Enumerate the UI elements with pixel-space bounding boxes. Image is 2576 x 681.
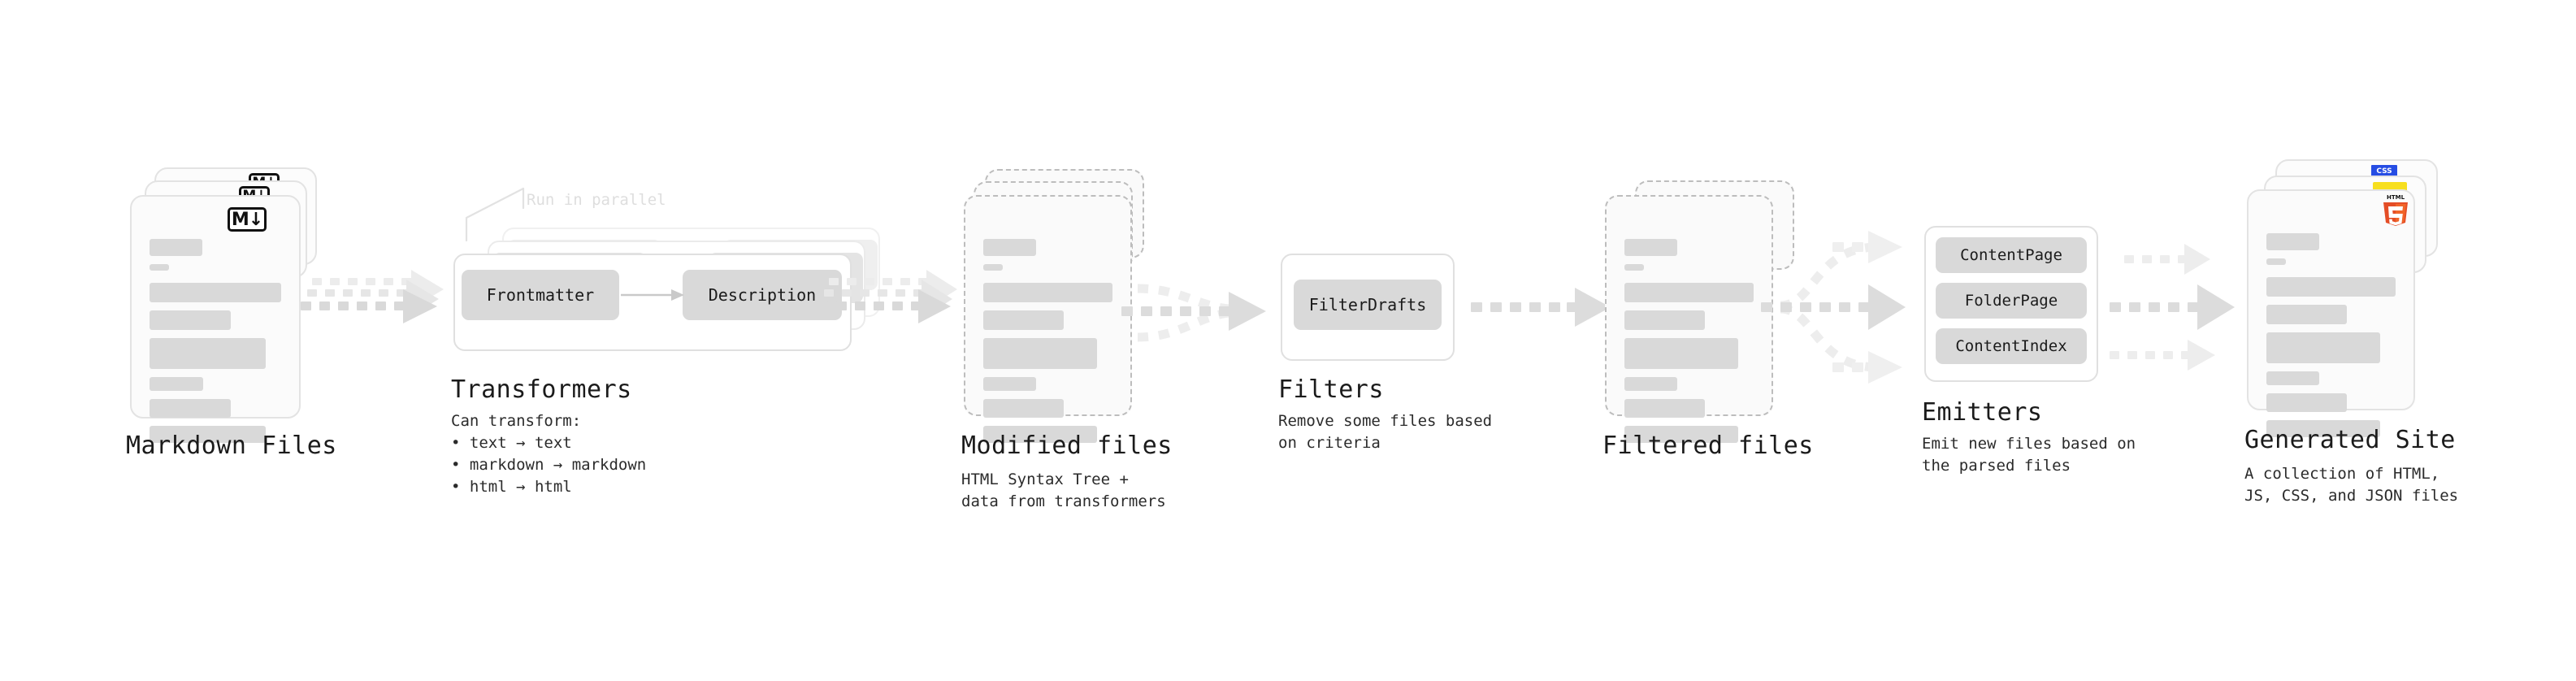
- connector-transformers-to-modified: [817, 270, 957, 323]
- content-bar: [1624, 283, 1754, 302]
- content-bar: [150, 283, 281, 302]
- generated-site-description: A collection of HTML, JS, CSS, and JSON …: [2244, 465, 2459, 505]
- content-bar: [1624, 338, 1738, 369]
- markdown-files-title: Markdown Files: [126, 432, 337, 460]
- content-bar: [1624, 426, 1738, 443]
- content-bar: [983, 338, 1097, 369]
- transformer-output-chip[interactable]: Description: [683, 270, 842, 320]
- connector-emitters-to-site: [2110, 244, 2235, 371]
- content-bar: [1624, 239, 1677, 256]
- emitter-chip-folderpage[interactable]: FolderPage: [1936, 283, 2087, 319]
- connector-filters-to-filtered: [1471, 288, 1611, 327]
- connector-modified-to-filters: [1121, 284, 1266, 342]
- emitters-title: Emitters: [1922, 398, 2043, 427]
- transformers-description: Can transform: • text → text • markdown …: [451, 412, 647, 496]
- content-bar: [2266, 258, 2286, 265]
- css-badge-label: CSS: [2376, 167, 2392, 176]
- filtered-file-card-front: [1605, 195, 1773, 443]
- svg-text:HTML: HTML: [2387, 194, 2405, 201]
- generated-site-content: [2266, 233, 2396, 445]
- run-in-parallel-label: Run in parallel: [527, 191, 666, 209]
- content-bar: [1624, 377, 1678, 391]
- content-bar: [150, 338, 266, 369]
- content-bar: [983, 399, 1064, 418]
- connector-filtered-to-emitters: [1761, 231, 1906, 384]
- content-bar: [2266, 420, 2380, 437]
- content-bar: [2266, 371, 2320, 385]
- emitter-chip-contentindex[interactable]: ContentIndex: [1936, 328, 2087, 364]
- emitter-chip-contentpage[interactable]: ContentPage: [1936, 237, 2087, 273]
- transformers-title: Transformers: [451, 375, 632, 404]
- content-bar: [150, 426, 266, 443]
- modified-file-card-front: [964, 195, 1132, 443]
- modified-files-description: HTML Syntax Tree + data from transformer…: [961, 471, 1166, 510]
- content-bar: [2266, 305, 2347, 324]
- markdown-badge-front: M↓: [228, 207, 267, 232]
- connector-markdown-to-transformers: [301, 270, 444, 323]
- filters-description: Remove some files based on criteria: [1278, 412, 1493, 452]
- content-bar: [150, 377, 204, 391]
- content-bar: [150, 239, 202, 256]
- content-bar: [150, 310, 232, 330]
- content-bar: [983, 310, 1064, 330]
- modified-file-content: [983, 239, 1112, 451]
- markdown-badge-letter: M: [231, 209, 249, 230]
- content-bar: [2266, 393, 2347, 412]
- css-badge: CSS: [2371, 165, 2397, 177]
- generated-site-card-html: [2247, 189, 2415, 437]
- content-bar: [2266, 277, 2396, 297]
- content-bar: [2266, 233, 2319, 250]
- content-bar: [983, 377, 1037, 391]
- content-bar: [1624, 310, 1705, 330]
- content-bar: [1624, 264, 1644, 271]
- content-bar: [1624, 399, 1705, 418]
- content-bar: [150, 264, 169, 271]
- markdown-badge-arrow: ↓: [248, 209, 263, 230]
- filtered-file-content: [1624, 239, 1754, 451]
- html5-icon: HTML: [2383, 194, 2408, 226]
- content-bar: [150, 399, 232, 418]
- generated-site-title: Generated Site: [2244, 426, 2456, 454]
- content-bar: [983, 426, 1097, 443]
- markdown-file-content: [150, 239, 281, 451]
- markdown-file-card-front: [130, 195, 301, 443]
- transformer-arrow-front: [621, 289, 684, 301]
- content-bar: [2266, 332, 2380, 363]
- content-bar: [983, 283, 1112, 302]
- modified-files-title: Modified files: [961, 432, 1173, 460]
- content-bar: [983, 264, 1003, 271]
- emitters-description: Emit new files based on the parsed files: [1922, 435, 2136, 475]
- filtered-files-title: Filtered files: [1602, 432, 1814, 460]
- filter-chip-filterdrafts[interactable]: FilterDrafts: [1294, 280, 1442, 330]
- transformer-input-chip[interactable]: Frontmatter: [462, 270, 619, 320]
- filters-title: Filters: [1278, 375, 1384, 404]
- run-in-parallel-bracket: [465, 187, 525, 242]
- content-bar: [983, 239, 1036, 256]
